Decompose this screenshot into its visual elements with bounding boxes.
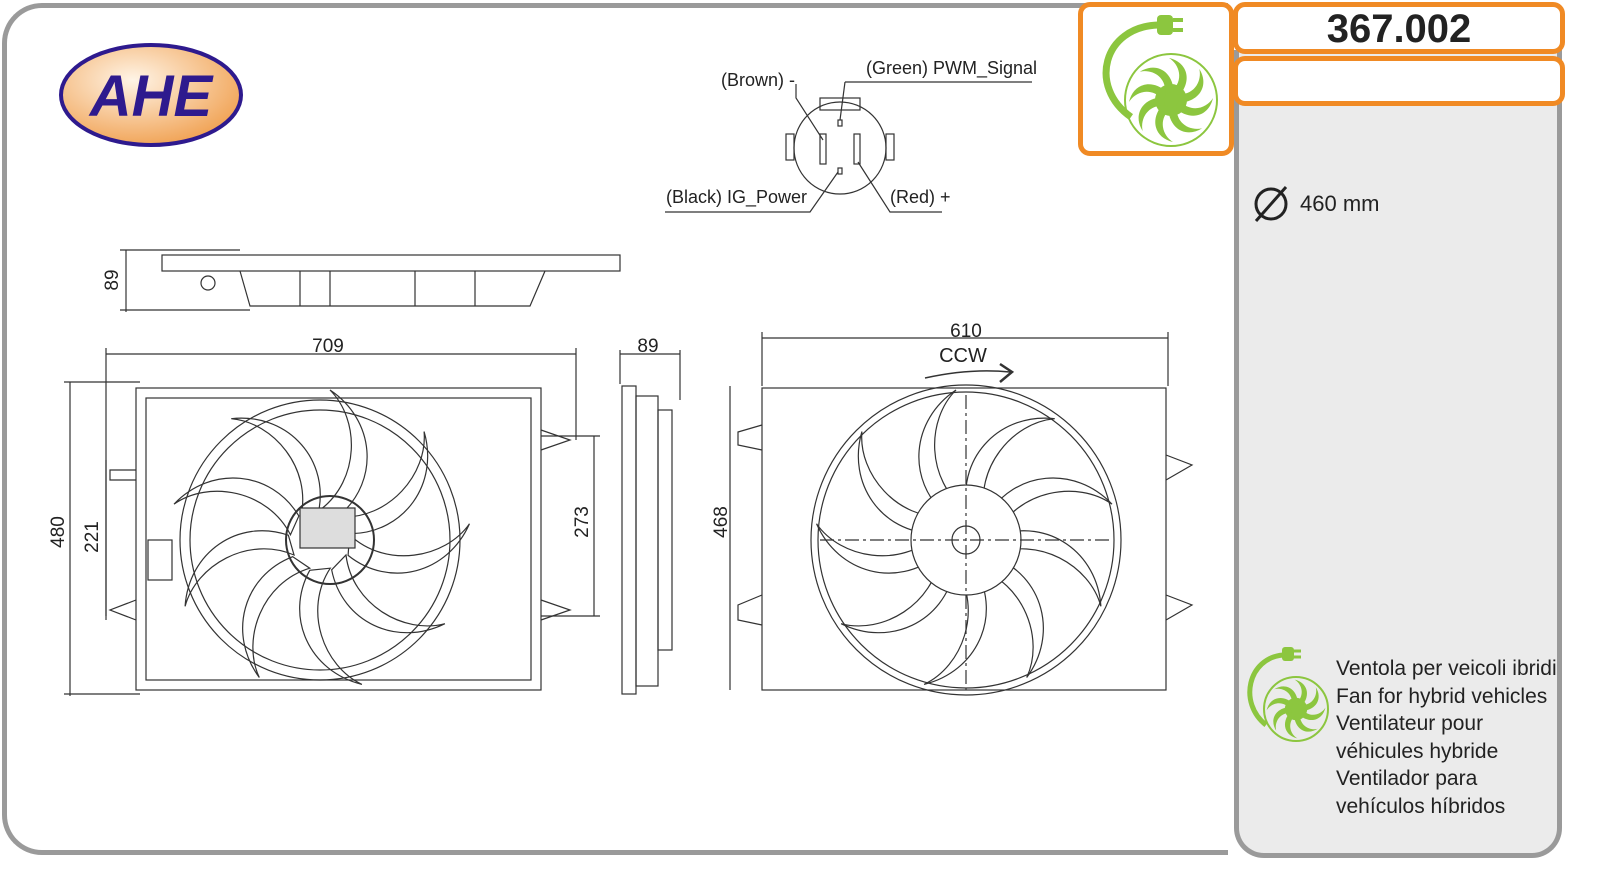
technical-drawing: (Brown) - (Green) PWM_Signal (Black) IG_…: [48, 58, 1194, 698]
description-line: Ventilateur pour: [1336, 712, 1484, 735]
label-brown: (Brown) -: [721, 70, 795, 90]
dim-top-height: 89: [102, 269, 123, 290]
description-line: Fan for hybrid vehicles: [1336, 684, 1548, 708]
empty-field: [1233, 56, 1565, 106]
fan-diameter: 460 mm: [1252, 185, 1379, 223]
dim-front-inner: 221: [82, 521, 103, 553]
description-line: vehículos híbridos: [1336, 794, 1506, 818]
hybrid-fan-small-icon: [1247, 647, 1329, 742]
description-line: véhicules hybride: [1336, 739, 1499, 763]
connector-diagram: [665, 81, 1032, 213]
dim-front-height: 480: [48, 516, 69, 548]
dim-front-right: 273: [572, 506, 593, 538]
dim-rear-width: 610: [950, 321, 982, 342]
description-line: Ventola per veicoli ibridi: [1336, 657, 1557, 680]
description-line: Ventilador para: [1336, 767, 1478, 790]
dim-front-width: 709: [312, 336, 344, 357]
part-number: 367.002: [1233, 2, 1565, 54]
label-black: (Black) IG_Power: [666, 187, 807, 208]
dim-rear-height: 468: [711, 506, 732, 538]
drawing-frame: [2, 3, 1228, 855]
dim-side-depth: 89: [637, 336, 658, 357]
top-view: [120, 249, 621, 312]
hybrid-fan-icon: [1102, 15, 1218, 147]
diameter-icon: [1254, 186, 1288, 222]
product-description: Ventola per veicoli ibridi Fan for hybri…: [1336, 655, 1557, 820]
ahe-logo: AHE: [59, 43, 243, 147]
label-green: (Green) PWM_Signal: [866, 58, 1037, 79]
label-red: (Red) +: [890, 187, 951, 207]
rotation-direction: CCW: [939, 345, 987, 367]
svg-text:AHE: AHE: [88, 64, 215, 129]
rear-view: [729, 332, 1194, 698]
diameter-value: 460 mm: [1300, 191, 1380, 216]
front-view: [64, 348, 600, 698]
hybrid-fan-badge: [1078, 2, 1234, 156]
side-view: [619, 350, 681, 695]
